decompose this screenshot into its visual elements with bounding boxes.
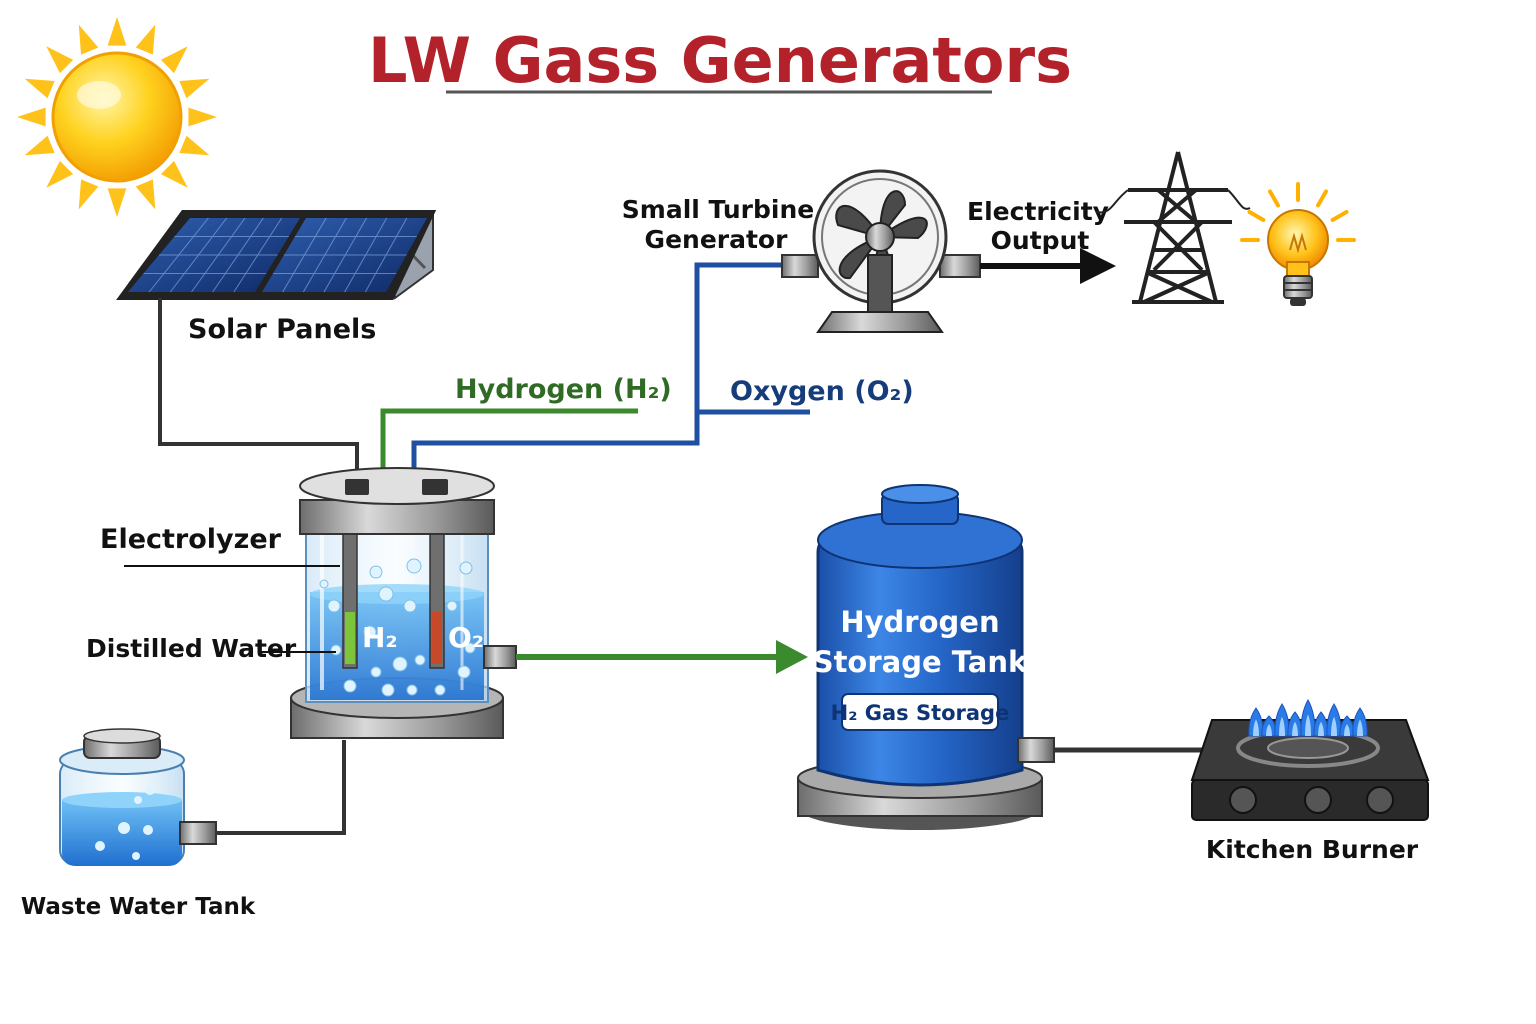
- oxygen-pipe: [411, 262, 790, 486]
- storage-tank-label-line1: Hydrogen: [840, 605, 999, 639]
- sun-icon: [17, 17, 217, 217]
- kitchen-burner-icon: [1190, 698, 1430, 821]
- turbine-generator-icon: [781, 169, 981, 333]
- o2-electrode-label: O₂: [448, 621, 484, 654]
- storage-tank-badge: H₂ Gas Storage: [831, 701, 1010, 725]
- light-bulb-icon: [1240, 182, 1356, 306]
- electricity-label-line2: Output: [991, 226, 1090, 255]
- hydrogen-feed-arrow: [776, 640, 808, 674]
- hydrogen-pipe: [380, 408, 638, 490]
- electrolyzer-label: Electrolyzer: [100, 524, 282, 555]
- diagram-title: LW Gass Generators: [368, 24, 1072, 97]
- solar-wire: [158, 300, 359, 484]
- waste-water-pipe: [216, 740, 346, 835]
- electricity-label-line1: Electricity: [967, 197, 1109, 226]
- kitchen-burner-label: Kitchen Burner: [1206, 835, 1419, 864]
- hydrogen-storage-tank-icon: [797, 484, 1055, 830]
- waste-water-tank-icon: [59, 728, 217, 866]
- electrolyzer-icon: [290, 467, 517, 739]
- solar-panels-label: Solar Panels: [188, 314, 376, 345]
- turbine-label-line1: Small Turbine: [622, 195, 814, 224]
- oxygen-pipe-label: Oxygen (O₂): [730, 376, 914, 407]
- storage-tank-label-line2: Storage Tank: [813, 645, 1028, 679]
- turbine-label-line2: Generator: [645, 225, 789, 254]
- solar-panels-icon: [116, 210, 437, 310]
- h2-electrode-label: H₂: [362, 621, 398, 654]
- distilled-water-label: Distilled Water: [86, 634, 297, 663]
- power-tower-icon: [1095, 151, 1251, 304]
- waste-water-tank-label: Waste Water Tank: [21, 894, 256, 920]
- hydrogen-pipe-label: Hydrogen (H₂): [455, 374, 672, 405]
